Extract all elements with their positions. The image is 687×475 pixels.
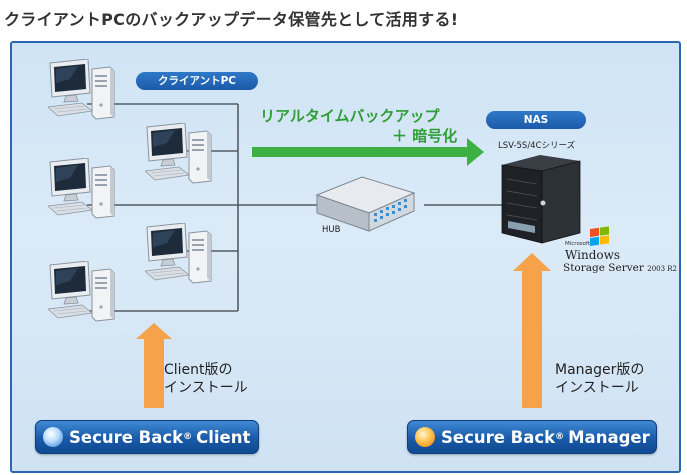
secure-back-client-badge: Secure Back ® Client — [35, 420, 259, 454]
client-pc-label: クライアントPC — [136, 72, 258, 90]
manager-product-reg: ® — [555, 432, 565, 442]
storage-server-version: 2003 R2 — [647, 265, 677, 273]
secure-back-manager-badge: Secure Back ® Manager — [407, 420, 657, 454]
realtime-backup-label: リアルタイムバックアップ — [260, 107, 440, 125]
manager-install-line1: Manager版の — [555, 362, 645, 378]
network-diagram — [48, 59, 609, 408]
encryption-label: ＋ 暗号化 — [392, 127, 458, 145]
desktop-pc-icon — [48, 261, 115, 322]
desktop-pc-icon — [145, 223, 212, 284]
desktop-pc-icon — [48, 59, 115, 120]
manager-install-line2: インストール — [555, 380, 639, 396]
desktop-pc-icon — [48, 158, 115, 219]
client-install-line2: インストール — [164, 380, 248, 396]
manager-install-arrow — [513, 253, 551, 408]
manager-product-edition: Manager — [568, 427, 650, 447]
manager-install-label: Manager版の インストール — [555, 361, 644, 397]
client-install-line1: Client版の — [164, 362, 233, 378]
nas-model-label: LSV-5S/4Cシリーズ — [498, 141, 576, 151]
secure-back-logo-icon — [415, 427, 435, 447]
desktop-pc-icon — [145, 123, 212, 184]
client-product-edition: Client — [196, 427, 251, 447]
windows-name: Windows — [565, 248, 621, 262]
storage-server-product: Storage Server — [563, 262, 644, 274]
windows-brand: Microsoft — [565, 241, 591, 247]
client-install-label: Client版の インストール — [164, 361, 248, 397]
realtime-backup-arrow — [252, 138, 484, 166]
network-hub-icon — [315, 176, 416, 232]
page-title: クライアントPCのバックアップデータ保管先として活用する! — [4, 10, 459, 29]
storage-server-name: Storage Server 2003 R2 — [563, 262, 677, 274]
diagram-panel: クライアントPC リアルタイムバックアップ ＋ 暗号化 NAS LSV-5S/4… — [10, 41, 681, 473]
client-product-reg: ® — [183, 432, 193, 442]
hub-label: HUB — [322, 225, 341, 235]
manager-product-name: Secure Back — [441, 427, 556, 447]
client-product-name: Secure Back — [69, 427, 184, 447]
nas-server-icon — [501, 155, 581, 244]
secure-back-logo-icon — [43, 427, 63, 447]
nas-label: NAS — [486, 111, 586, 129]
windows-flag-icon — [590, 226, 609, 246]
client-install-arrow — [136, 323, 172, 408]
